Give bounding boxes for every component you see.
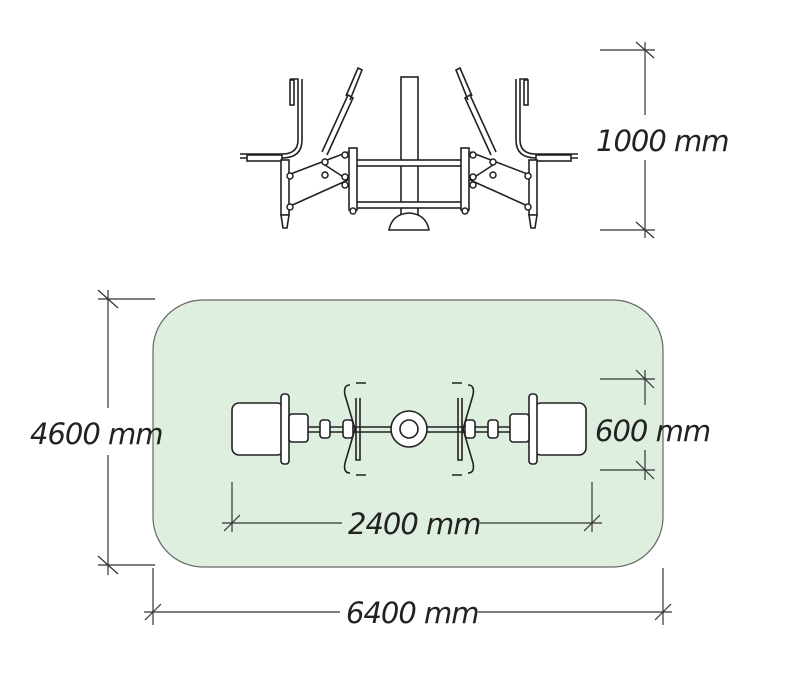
equipment-width-label: 600 mm bbox=[595, 414, 710, 448]
right-seat bbox=[452, 382, 587, 476]
safety-width-label: 4600 mm bbox=[30, 417, 163, 451]
equipment-width-dimension: 600 mm bbox=[595, 369, 711, 480]
right-station bbox=[454, 66, 578, 229]
safety-length-label: 6400 mm bbox=[346, 596, 479, 630]
height-label: 1000 mm bbox=[596, 124, 729, 158]
safety-width-dimension: 4600 mm bbox=[30, 289, 164, 575]
safety-length-dimension: 6400 mm bbox=[144, 568, 672, 630]
equipment-length-dimension: 2400 mm bbox=[222, 482, 602, 541]
central-post bbox=[400, 76, 419, 218]
plan-view bbox=[231, 382, 587, 476]
elevation-view bbox=[240, 66, 578, 231]
equipment-length-label: 2400 mm bbox=[348, 507, 481, 541]
left-seat bbox=[231, 382, 366, 476]
left-station bbox=[240, 66, 364, 229]
height-dimension: 1000 mm bbox=[596, 41, 730, 239]
post-base bbox=[388, 212, 430, 231]
